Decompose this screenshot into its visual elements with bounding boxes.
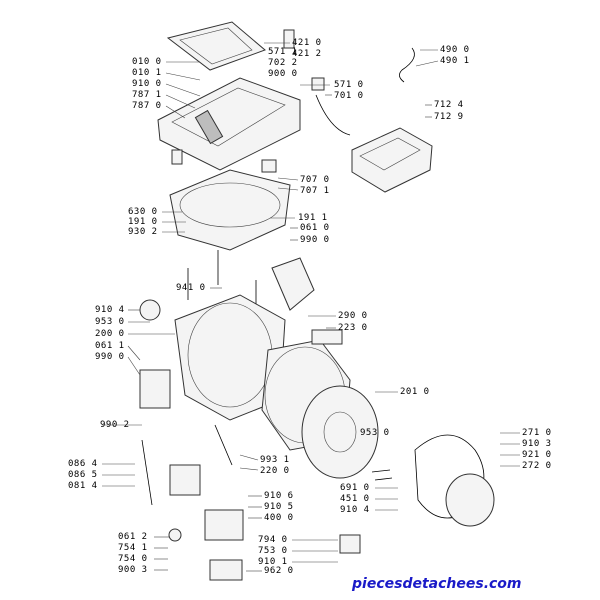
part-label-421-0: 421 0 xyxy=(292,38,322,48)
part-label-707-1: 707 1 xyxy=(300,186,330,196)
valve-part xyxy=(311,77,325,91)
damper-bracket xyxy=(311,329,343,345)
thermostat-part xyxy=(339,534,361,554)
part-label-400-0: 400 0 xyxy=(264,513,294,523)
part-label-223-0: 223 0 xyxy=(338,323,368,333)
watermark-text: piecesdetachees.com xyxy=(352,576,522,592)
lid-part xyxy=(166,21,266,71)
part-label-753-0: 753 0 xyxy=(258,546,288,556)
part-label-061-1: 061 1 xyxy=(95,341,125,351)
part-label-990-2: 990 2 xyxy=(100,420,130,430)
part-label-787-1: 787 1 xyxy=(132,90,162,100)
top-frame-part xyxy=(157,77,301,171)
part-label-701-0: 701 0 xyxy=(334,91,364,101)
part-label-086-5: 086 5 xyxy=(68,470,98,480)
part-label-910-5: 910 5 xyxy=(264,502,294,512)
part-label-571-1: 571 1 xyxy=(268,47,298,57)
part-label-754-1: 754 1 xyxy=(118,543,148,553)
part-label-953-0-b: 953 0 xyxy=(360,428,390,438)
part-label-910-4-b: 910 4 xyxy=(340,505,370,515)
part-label-451-0: 451 0 xyxy=(340,494,370,504)
part-label-061-0: 061 0 xyxy=(300,223,330,233)
shock-absorber-right xyxy=(214,424,233,466)
clip-part xyxy=(171,149,183,165)
part-label-921-0: 921 0 xyxy=(522,450,552,460)
part-label-910-1: 910 1 xyxy=(258,557,288,567)
motor-part xyxy=(261,159,277,173)
part-label-910-4-a: 910 4 xyxy=(95,305,125,315)
part-label-010-1: 010 1 xyxy=(132,68,162,78)
part-label-910-6: 910 6 xyxy=(264,491,294,501)
pump-part xyxy=(204,509,244,541)
hose-part xyxy=(315,94,351,136)
part-label-930-2: 930 2 xyxy=(128,227,158,237)
part-label-990-0-a: 990 0 xyxy=(300,235,330,245)
bearing-part xyxy=(139,299,161,321)
part-label-910-0: 910 0 xyxy=(132,79,162,89)
part-label-010-0: 010 0 xyxy=(132,57,162,67)
part-label-220-0: 220 0 xyxy=(260,466,290,476)
panel-part xyxy=(139,369,171,409)
part-label-061-2: 061 2 xyxy=(118,532,148,542)
counterweight-part xyxy=(169,464,201,496)
part-label-794-0: 794 0 xyxy=(258,535,288,545)
part-label-191-1: 191 1 xyxy=(298,213,328,223)
part-label-712-4: 712 4 xyxy=(434,100,464,110)
detergent-drawer-part xyxy=(351,127,433,193)
tub-ring-part xyxy=(169,169,291,251)
part-label-271-0: 271 0 xyxy=(522,428,552,438)
part-label-787-0: 787 0 xyxy=(132,101,162,111)
part-label-290-0: 290 0 xyxy=(338,311,368,321)
part-label-200-0: 200 0 xyxy=(95,329,125,339)
part-label-712-9: 712 9 xyxy=(434,112,464,122)
part-label-086-4: 086 4 xyxy=(68,459,98,469)
part-label-081-4: 081 4 xyxy=(68,481,98,491)
part-label-630-0: 630 0 xyxy=(128,207,158,217)
leader-lines xyxy=(102,42,520,572)
part-label-201-0: 201 0 xyxy=(400,387,430,397)
part-label-191-0: 191 0 xyxy=(128,217,158,227)
filter-cap-part xyxy=(168,528,182,542)
part-label-941-0: 941 0 xyxy=(176,283,206,293)
part-label-900-0: 900 0 xyxy=(268,69,298,79)
part-label-421-2: 421 2 xyxy=(292,49,322,59)
heater-element-part xyxy=(371,469,391,473)
part-label-702-2: 702 2 xyxy=(268,58,298,68)
part-label-900-3: 900 3 xyxy=(118,565,148,575)
heater-cover-part xyxy=(271,257,315,311)
seal-ring-part xyxy=(414,434,495,527)
part-label-490-1: 490 1 xyxy=(440,56,470,66)
part-label-707-0: 707 0 xyxy=(300,175,330,185)
part-label-754-0: 754 0 xyxy=(118,554,148,564)
part-label-691-0: 691 0 xyxy=(340,483,370,493)
drum-half-right xyxy=(301,385,379,479)
part-label-910-3: 910 3 xyxy=(522,439,552,449)
part-label-962-0: 962 0 xyxy=(264,566,294,576)
part-label-272-0: 272 0 xyxy=(522,461,552,471)
hinge-part xyxy=(283,29,295,49)
power-cord-part xyxy=(399,47,415,83)
shock-absorber-left xyxy=(141,439,153,506)
part-label-571-0: 571 0 xyxy=(334,80,364,90)
part-label-490-0: 490 0 xyxy=(440,45,470,55)
drain-tray-part xyxy=(209,559,243,581)
part-label-953-0-a: 953 0 xyxy=(95,317,125,327)
part-label-990-0-b: 990 0 xyxy=(95,352,125,362)
part-label-993-1: 993 1 xyxy=(260,455,290,465)
